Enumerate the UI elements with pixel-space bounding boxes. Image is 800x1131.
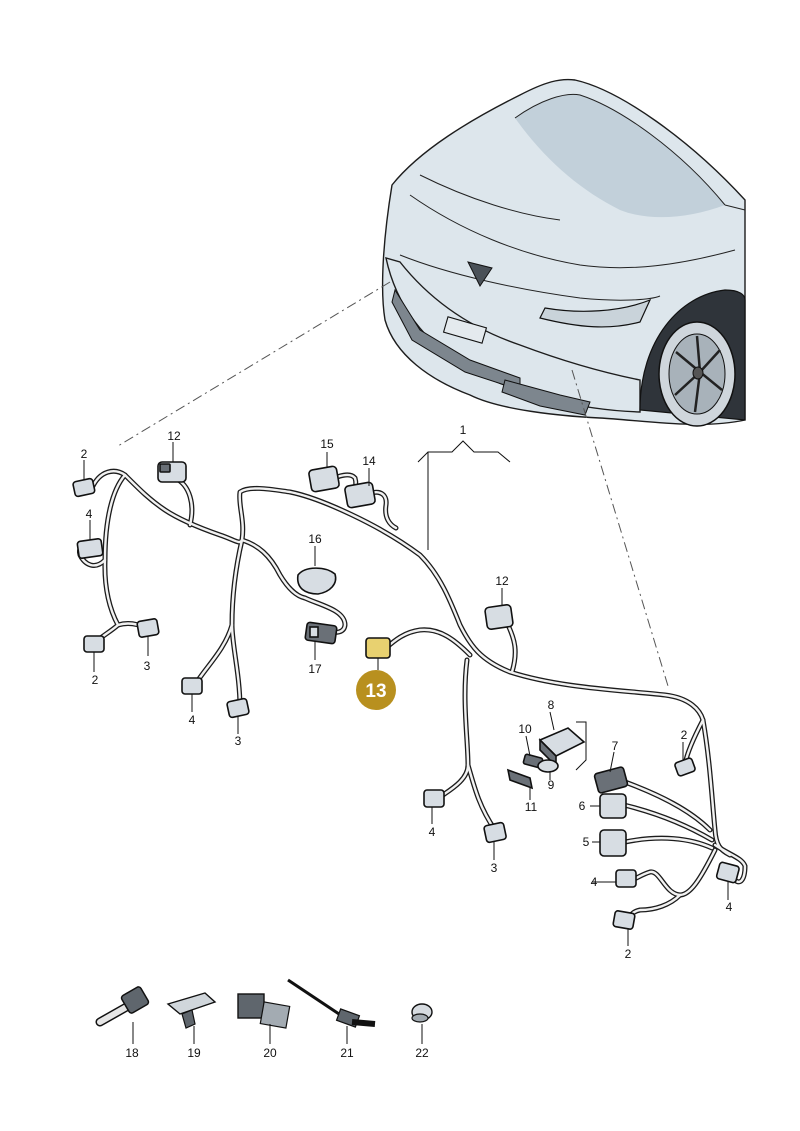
callout-2-bottom[interactable]: 2 <box>625 947 632 961</box>
connector-4-left <box>76 537 104 559</box>
callout-labels: 1 2 12 4 2 3 4 3 15 14 16 17 12 8 10 7 9… <box>81 423 733 1060</box>
callout-8[interactable]: 8 <box>548 698 555 712</box>
wire-segment-inner <box>713 843 747 884</box>
leader-line-left <box>117 281 391 447</box>
callout-2-lower-left[interactable]: 2 <box>92 673 99 687</box>
wire-segment <box>89 468 733 858</box>
accessory-parts <box>95 978 433 1029</box>
callout-16[interactable]: 16 <box>308 532 322 546</box>
callout-2-top-left[interactable]: 2 <box>81 447 88 461</box>
connector-7 <box>593 766 629 794</box>
wire-segment-inner <box>90 470 732 857</box>
wire-segment-inner <box>384 628 472 657</box>
callout-12-right[interactable]: 12 <box>495 574 509 588</box>
callout-9[interactable]: 9 <box>548 778 555 792</box>
callout-4-right-a[interactable]: 4 <box>591 875 598 889</box>
callout-14[interactable]: 14 <box>362 454 376 468</box>
callout-4-left[interactable]: 4 <box>86 507 93 521</box>
connector-13 <box>365 637 391 659</box>
part-18-connector-sleeve <box>95 986 150 1027</box>
connector-12-right <box>484 604 514 630</box>
callout-19[interactable]: 19 <box>187 1046 201 1060</box>
connector-15 <box>308 465 340 493</box>
connector-6 <box>599 793 627 819</box>
part-19-clip <box>166 992 217 1029</box>
connector-17 <box>304 621 338 645</box>
connector-16 <box>296 567 337 595</box>
leader-line-right <box>571 369 669 687</box>
part-21-cable-tie <box>287 978 376 1028</box>
wire-segment-inner <box>506 623 517 674</box>
callout-18[interactable]: 18 <box>125 1046 139 1060</box>
wire-segment-inner <box>623 837 714 850</box>
callout-lines <box>83 440 729 1044</box>
part-20-bracket <box>237 993 291 1029</box>
callout-20[interactable]: 20 <box>263 1046 277 1060</box>
highlight-badge-label: 13 <box>365 681 386 702</box>
wire-segment <box>465 762 498 833</box>
callout-5[interactable]: 5 <box>583 835 590 849</box>
wire-segment-inner <box>438 658 470 799</box>
connector-2-lower-left <box>83 635 105 653</box>
connector-3-lower-left <box>136 618 160 638</box>
connector-2-right <box>674 757 696 777</box>
connector-14 <box>344 481 376 509</box>
connector-2-top-left <box>72 477 96 498</box>
part-11 <box>506 768 534 790</box>
connector-12-top <box>157 461 187 483</box>
part-9 <box>537 759 559 773</box>
part-22-grommet <box>411 1003 433 1023</box>
callout-4-right-b[interactable]: 4 <box>726 900 733 914</box>
connectors <box>72 461 740 930</box>
callout-11[interactable]: 11 <box>525 800 538 814</box>
callout-1[interactable]: 1 <box>460 423 467 437</box>
wire-segment-inner <box>240 538 307 600</box>
connector-3-lower <box>226 697 250 719</box>
wire-segment-inner <box>628 848 717 897</box>
connector-4-right-b <box>715 861 740 884</box>
wiring-harness <box>77 468 748 925</box>
wire-segment <box>239 537 308 601</box>
callout-6[interactable]: 6 <box>579 799 586 813</box>
car-front-illustration <box>381 78 746 427</box>
connector-4-lower <box>181 677 203 695</box>
wire-segment-inner <box>623 780 712 832</box>
connector-3-middle <box>483 821 507 844</box>
callout-3-lower-left[interactable]: 3 <box>144 659 151 673</box>
connector-4-right-a <box>615 869 637 888</box>
callout-17[interactable]: 17 <box>308 662 322 676</box>
callout-3-lower[interactable]: 3 <box>235 734 242 748</box>
connector-5 <box>599 829 627 857</box>
connector-4-middle <box>423 789 445 808</box>
callout-22[interactable]: 22 <box>415 1046 429 1060</box>
highlight-badge[interactable] <box>356 670 396 710</box>
wire-segment <box>102 472 128 628</box>
callout-3-middle[interactable]: 3 <box>491 861 498 875</box>
callout-21[interactable]: 21 <box>340 1046 354 1060</box>
wire-segment <box>622 779 713 833</box>
callout-10[interactable]: 10 <box>518 722 532 736</box>
wire-segment-inner <box>622 803 714 842</box>
callout-12-top[interactable]: 12 <box>167 429 181 443</box>
callout-15[interactable]: 15 <box>320 437 334 451</box>
connector-2-bottom <box>612 910 636 930</box>
callout-4-middle[interactable]: 4 <box>429 825 436 839</box>
callout-4-lower[interactable]: 4 <box>189 713 196 727</box>
callout-7[interactable]: 7 <box>612 739 619 753</box>
callout-2-right[interactable]: 2 <box>681 728 688 742</box>
